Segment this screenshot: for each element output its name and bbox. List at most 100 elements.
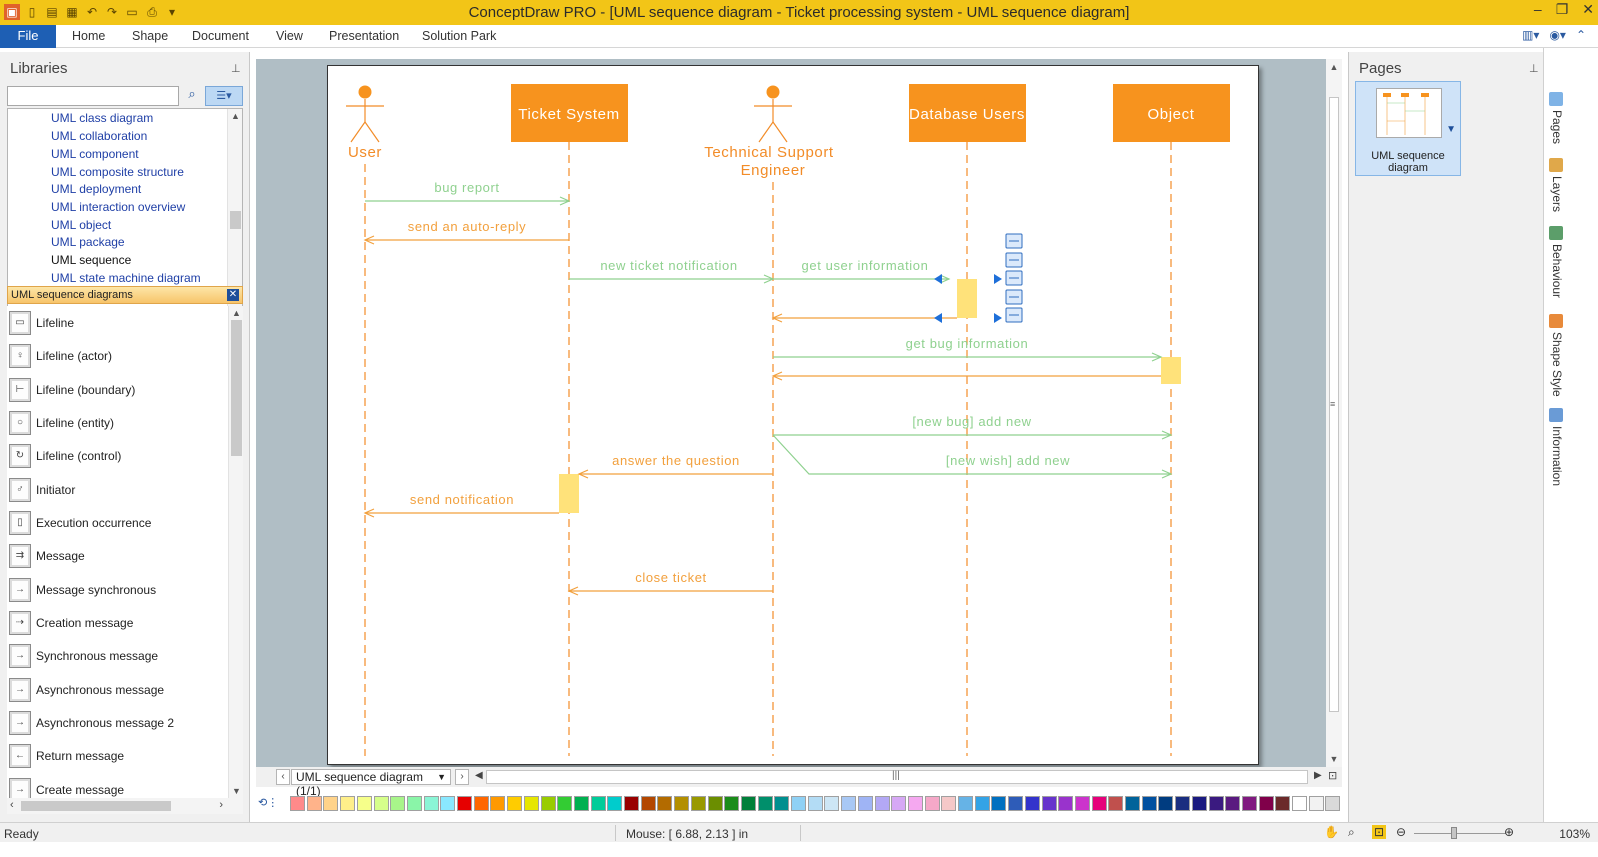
scroll-right-icon[interactable]: ▶ xyxy=(1314,770,1322,781)
color-swatch[interactable] xyxy=(1108,796,1124,811)
tree-item[interactable]: UML object xyxy=(51,218,112,232)
tab-view[interactable]: View xyxy=(276,29,303,43)
color-swatch[interactable] xyxy=(306,796,322,811)
tree-item[interactable]: UML deployment xyxy=(51,182,142,196)
color-swatch[interactable] xyxy=(457,796,472,811)
shape-item-message-synchronous[interactable]: →Message synchronous xyxy=(7,575,227,605)
search-icon[interactable]: ⌕ xyxy=(188,86,196,101)
side-tab-information[interactable]: Information xyxy=(1547,408,1567,486)
execution-occurrence[interactable] xyxy=(559,474,579,513)
color-swatch[interactable] xyxy=(540,796,556,811)
message-label[interactable]: [new wish] add new xyxy=(946,453,1070,468)
message-arrowhead[interactable] xyxy=(1161,469,1173,479)
actor-label[interactable]: User xyxy=(348,144,382,161)
shape-item-creation-message[interactable]: ⇢Creation message xyxy=(7,608,227,638)
color-swatch[interactable] xyxy=(724,796,740,811)
zoom-slider[interactable] xyxy=(1414,833,1506,834)
message-arrowhead[interactable] xyxy=(771,371,783,381)
color-swatch[interactable] xyxy=(373,796,389,811)
redo-icon[interactable]: ↷ xyxy=(106,5,118,19)
actor-head[interactable] xyxy=(358,85,372,99)
message-arrowhead[interactable] xyxy=(559,196,571,206)
message-arrowhead[interactable] xyxy=(363,508,375,518)
close-icon[interactable]: ✕ xyxy=(1582,1,1594,17)
tree-item[interactable]: UML package xyxy=(51,235,125,249)
color-swatch[interactable] xyxy=(924,796,940,811)
shape-list-scrollbar[interactable]: ▲ ▼ xyxy=(228,306,243,798)
color-swatch[interactable] xyxy=(1091,796,1107,811)
selection-handle[interactable] xyxy=(934,313,942,323)
color-swatch[interactable] xyxy=(774,796,790,811)
shape-item-asynchronous-message-2[interactable]: →Asynchronous message 2 xyxy=(7,708,227,738)
color-swatch[interactable] xyxy=(624,796,639,811)
scroll-up-icon[interactable]: ▲ xyxy=(1329,62,1339,72)
tree-item[interactable]: UML component xyxy=(51,147,139,161)
color-swatch[interactable] xyxy=(573,796,589,811)
color-swatch[interactable] xyxy=(674,796,690,811)
shape-item-asynchronous-message[interactable]: →Asynchronous message xyxy=(7,675,227,705)
color-swatch[interactable] xyxy=(423,796,439,811)
color-swatch[interactable] xyxy=(891,796,907,811)
scroll-thumb[interactable] xyxy=(1329,97,1339,712)
color-swatch[interactable] xyxy=(824,796,840,811)
color-swatch[interactable] xyxy=(1191,796,1207,811)
message-label[interactable]: send notification xyxy=(410,492,514,507)
tree-item[interactable]: UML collaboration xyxy=(51,129,148,143)
library-icon[interactable]: ▦ xyxy=(66,5,78,19)
minimize-icon[interactable]: – xyxy=(1533,1,1542,17)
scroll-down-icon[interactable]: ▼ xyxy=(232,786,241,796)
color-swatch[interactable] xyxy=(557,796,573,811)
message-label[interactable]: get bug information xyxy=(906,336,1029,351)
zoom-in-icon[interactable]: ⊕ xyxy=(1504,825,1515,839)
undo-icon[interactable]: ↶ xyxy=(86,5,98,19)
color-swatch[interactable] xyxy=(523,796,539,811)
message-label[interactable]: close ticket xyxy=(635,570,707,585)
color-swatch[interactable] xyxy=(1041,796,1057,811)
library-search-input[interactable] xyxy=(7,86,179,106)
color-swatch[interactable] xyxy=(1325,796,1341,811)
shape-list-hscrollbar[interactable]: ‹ › xyxy=(7,798,243,814)
actor-label[interactable]: Engineer xyxy=(741,162,806,179)
message-arrowhead[interactable] xyxy=(939,274,951,284)
chevron-down-icon[interactable]: ▼ xyxy=(1446,124,1456,135)
tree-item[interactable]: UML class diagram xyxy=(51,111,154,125)
tree-item[interactable]: UML composite structure xyxy=(51,165,184,179)
close-library-icon[interactable]: ✕ xyxy=(227,289,239,301)
next-page-button[interactable]: › xyxy=(455,769,469,785)
message-label[interactable]: new ticket notification xyxy=(600,258,737,273)
color-swatch[interactable] xyxy=(958,796,973,811)
shape-item-initiator[interactable]: ♂Initiator xyxy=(7,475,227,505)
shape-item-lifeline-entity[interactable]: ○Lifeline (entity) xyxy=(7,408,227,438)
collapse-ribbon-icon[interactable]: ⌃ xyxy=(1575,28,1586,42)
save-icon[interactable]: ▭ xyxy=(126,5,138,19)
message-label[interactable]: send an auto-reply xyxy=(408,219,526,234)
color-swatch[interactable] xyxy=(607,796,623,811)
color-swatch[interactable] xyxy=(974,796,990,811)
new-document-icon[interactable]: ▯ xyxy=(28,5,36,19)
message-label[interactable]: get user information xyxy=(802,258,929,273)
actor-leg[interactable] xyxy=(758,121,774,143)
actor-label[interactable]: Technical Support xyxy=(704,144,834,161)
tab-presentation[interactable]: Presentation xyxy=(329,29,400,43)
color-swatch[interactable] xyxy=(390,796,406,811)
canvas-hscrollbar[interactable]: ||| xyxy=(486,770,1308,784)
fit-to-window-icon[interactable]: ⊡ xyxy=(1372,825,1387,839)
tree-item[interactable]: UML state machine diagram xyxy=(51,271,201,285)
tab-document[interactable]: Document xyxy=(192,29,249,43)
message-label[interactable]: answer the question xyxy=(612,453,740,468)
color-swatch[interactable] xyxy=(690,796,706,811)
message-arrowhead[interactable] xyxy=(1151,352,1163,362)
color-swatch[interactable] xyxy=(1208,796,1224,811)
scroll-thumb[interactable] xyxy=(231,320,242,456)
color-swatch[interactable] xyxy=(941,796,957,811)
side-tab-shape-style[interactable]: Shape Style xyxy=(1547,314,1567,397)
help-icon[interactable]: ◉▾ xyxy=(1549,28,1566,42)
color-swatch[interactable] xyxy=(490,796,506,811)
color-swatch[interactable] xyxy=(473,796,489,811)
tab-shape[interactable]: Shape xyxy=(132,29,169,43)
color-swatch[interactable] xyxy=(707,796,723,811)
layout-icon[interactable]: ▥▾ xyxy=(1522,28,1540,42)
pin-icon[interactable]: ⊥ xyxy=(231,63,241,75)
scroll-left-icon[interactable]: ‹ xyxy=(10,799,14,811)
color-swatch[interactable] xyxy=(1024,796,1040,811)
